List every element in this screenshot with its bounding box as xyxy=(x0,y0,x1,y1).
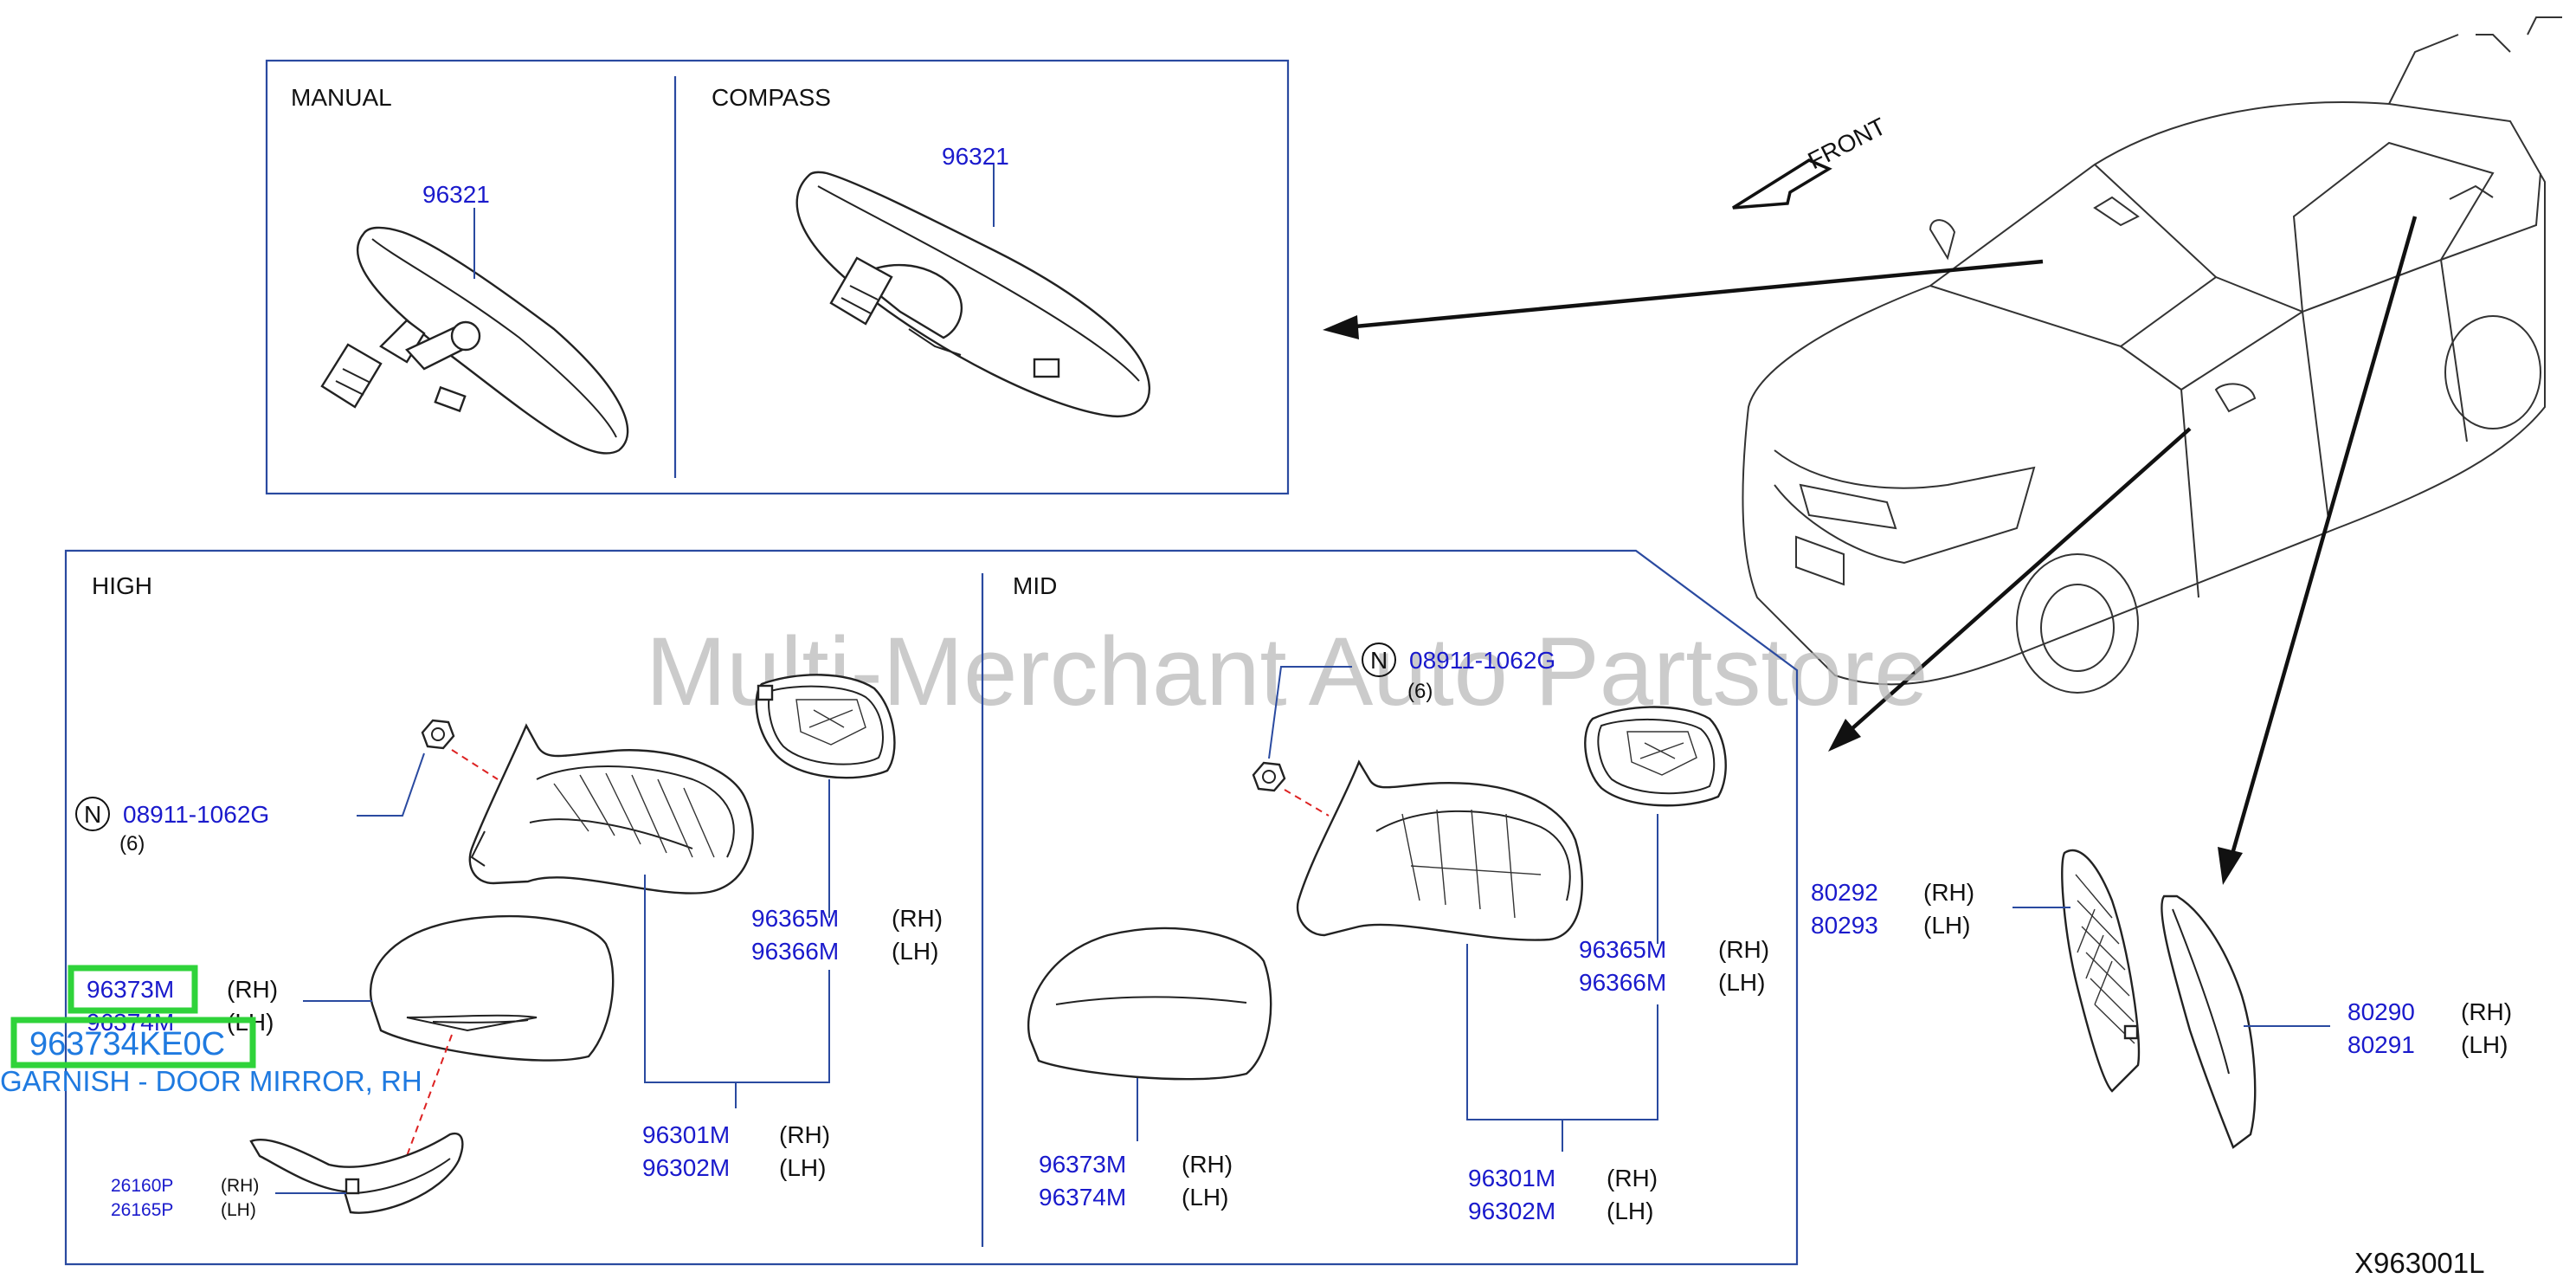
mid-mirror-glass[interactable] xyxy=(1584,706,1727,807)
part-number-96321-compass[interactable]: 96321 xyxy=(942,143,1009,170)
mid-nut-qty: (6) xyxy=(1407,680,1433,703)
part-number-08911-1062G-high[interactable]: 08911-1062G xyxy=(123,801,269,828)
high-nut-qty: (6) xyxy=(119,832,145,856)
side-rh-80292: (RH) xyxy=(1923,879,1974,906)
part-number-96302M-high[interactable]: 96302M xyxy=(642,1154,730,1181)
side-lh-26165P-high: (LH) xyxy=(221,1200,256,1220)
side-lh-96302M-mid: (LH) xyxy=(1607,1198,1653,1224)
part-number-26160P-high[interactable]: 26160P xyxy=(111,1176,173,1196)
part-number-96301M-mid[interactable]: 96301M xyxy=(1468,1165,1555,1191)
part-number-96365M-mid[interactable]: 96365M xyxy=(1579,936,1666,963)
inside-mirror-frame xyxy=(265,59,1290,495)
high-mirror-glass[interactable] xyxy=(755,674,896,779)
manual-inside-mirror[interactable] xyxy=(320,226,629,455)
side-rh-96365M-mid: (RH) xyxy=(1718,936,1769,963)
selected-part-number-box[interactable] xyxy=(10,1017,256,1069)
compass-inside-mirror[interactable] xyxy=(795,171,1151,418)
mid-nut-symbol xyxy=(1362,642,1396,677)
corner-finisher-inner[interactable] xyxy=(2061,849,2141,1093)
part-number-80290[interactable]: 80290 xyxy=(2347,998,2415,1025)
side-rh-80290: (RH) xyxy=(2461,998,2512,1025)
inside-mirror-panel: MANUAL COMPASS 96321 96321 xyxy=(265,59,1290,495)
selected-part-highlight[interactable] xyxy=(68,965,198,1014)
door-mirror-panel: HIGH MID N 08911-1062G (6) 9636 xyxy=(0,549,1799,1266)
high-nut[interactable] xyxy=(421,719,455,750)
high-nut-prefix: N xyxy=(84,801,101,828)
panel-label-manual: MANUAL xyxy=(291,84,392,111)
high-mirror-cover[interactable] xyxy=(370,914,615,1062)
part-number-96365M-high[interactable]: 96365M xyxy=(751,905,839,932)
side-lh-96302M-high: (LH) xyxy=(779,1154,826,1181)
high-turn-lamp[interactable] xyxy=(249,1132,464,1214)
side-rh-96301M-mid: (RH) xyxy=(1607,1165,1658,1191)
mid-nut-prefix: N xyxy=(1370,647,1388,674)
mid-mirror-cover[interactable] xyxy=(1027,927,1272,1081)
front-label: FRONT xyxy=(1804,113,1890,174)
side-lh-96366M-high: (LH) xyxy=(892,938,938,965)
high-nut-symbol xyxy=(75,797,110,831)
part-number-80293[interactable]: 80293 xyxy=(1811,912,1878,939)
front-direction-indicator: FRONT xyxy=(1732,113,1890,210)
part-number-96366M-high[interactable]: 96366M xyxy=(751,938,839,965)
part-number-80291[interactable]: 80291 xyxy=(2347,1031,2415,1058)
door-mirror-frame xyxy=(64,549,1799,1266)
panel-label-high: HIGH xyxy=(92,572,152,599)
selected-part-description: GARNISH - DOOR MIRROR, RH xyxy=(0,1065,422,1097)
panel-label-mid: MID xyxy=(1013,572,1057,599)
front-arrow-icon xyxy=(1732,158,1832,210)
side-rh-96373M-high: (RH) xyxy=(227,976,278,1003)
side-lh-96374M-mid: (LH) xyxy=(1182,1184,1228,1211)
part-number-96373M-high[interactable]: 96373M xyxy=(87,976,174,1003)
part-number-96301M-high[interactable]: 96301M xyxy=(642,1121,730,1148)
vehicle-illustration xyxy=(1742,16,2562,694)
mid-nut[interactable] xyxy=(1252,761,1286,792)
part-number-96302M-mid[interactable]: 96302M xyxy=(1468,1198,1555,1224)
corner-finisher-panel: 80292 (RH) 80293 (LH) 80290 (RH) 80291 (… xyxy=(1811,849,2512,1149)
part-number-96366M-mid[interactable]: 96366M xyxy=(1579,969,1666,996)
figure-code: X963001L xyxy=(2354,1247,2484,1279)
part-number-08911-1062G-mid[interactable]: 08911-1062G xyxy=(1409,647,1555,674)
part-number-80292[interactable]: 80292 xyxy=(1811,879,1878,906)
pointer-arrows xyxy=(1323,216,2418,885)
mid-mirror-assembly[interactable] xyxy=(1296,759,1583,941)
high-mirror-assembly[interactable] xyxy=(468,723,754,894)
side-lh-80291: (LH) xyxy=(2461,1031,2508,1058)
side-rh-96365M-high: (RH) xyxy=(892,905,943,932)
part-number-96321-manual[interactable]: 96321 xyxy=(422,181,490,208)
panel-label-compass: COMPASS xyxy=(712,84,831,111)
side-rh-26160P-high: (RH) xyxy=(221,1176,259,1196)
side-lh-96366M-mid: (LH) xyxy=(1718,969,1765,996)
side-rh-96373M-mid: (RH) xyxy=(1182,1151,1233,1178)
side-lh-80293: (LH) xyxy=(1923,912,1970,939)
part-number-26165P-high[interactable]: 26165P xyxy=(111,1200,173,1220)
corner-cover[interactable] xyxy=(2161,894,2257,1149)
part-number-96374M-mid[interactable]: 96374M xyxy=(1039,1184,1126,1211)
selected-part-number[interactable]: 963734KE0C xyxy=(29,1026,225,1062)
part-number-96373M-mid[interactable]: 96373M xyxy=(1039,1151,1126,1178)
side-rh-96301M-high: (RH) xyxy=(779,1121,830,1148)
